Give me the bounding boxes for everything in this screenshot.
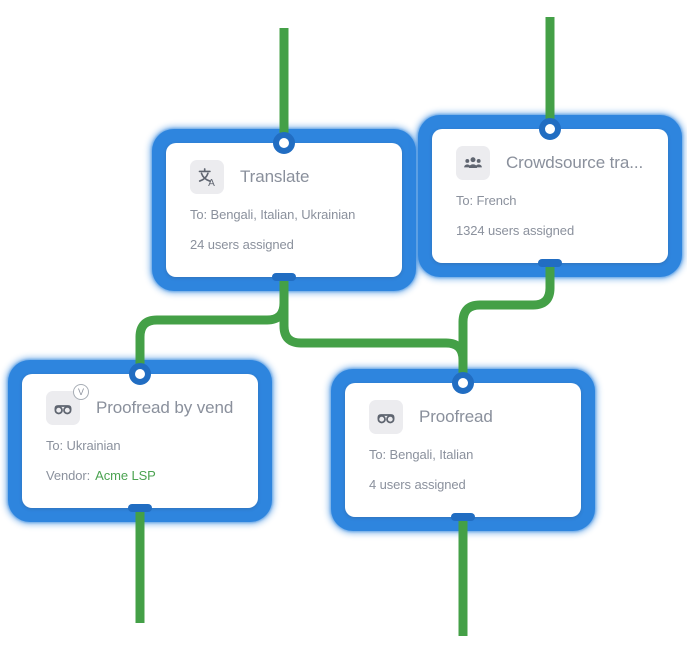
node-proofread-by-vendor[interactable]: V Proofread by vendor To: Ukrainian Vend… [8, 360, 272, 522]
vendor-glasses-icon: V [46, 384, 89, 425]
node-card: Crowdsource tra... To: French 1324 users… [432, 129, 668, 263]
svg-text:A: A [208, 178, 215, 188]
node-vendor: Vendor: Acme LSP [46, 468, 234, 483]
node-users-assigned: 4 users assigned [369, 477, 466, 492]
vendor-badge: V [73, 384, 89, 400]
translate-icon: A [190, 160, 224, 194]
node-card: Proofread To: Bengali, Italian 4 users a… [345, 383, 581, 517]
node-proofread[interactable]: Proofread To: Bengali, Italian 4 users a… [331, 369, 595, 531]
node-title: Crowdsource tra... [506, 153, 644, 172]
node-title: Proofread by vendor [96, 398, 234, 417]
node-title: Proofread [419, 407, 493, 426]
node-languages: To: Bengali, Italian [369, 447, 474, 462]
node-users-assigned: 1324 users assigned [456, 223, 575, 238]
vendor-label: Vendor: [46, 468, 91, 483]
node-languages: To: Bengali, Italian, Ukrainian [190, 207, 356, 222]
node-card: V Proofread by vendor To: Ukrainian Vend… [22, 374, 258, 508]
vendor-name-link[interactable]: Acme LSP [95, 468, 156, 483]
output-port-translate[interactable] [272, 273, 296, 281]
node-crowdsource-translate[interactable]: Crowdsource tra... To: French 1324 users… [418, 115, 682, 277]
node-users-assigned: 24 users assigned [190, 237, 294, 252]
node-translate[interactable]: A Translate To: Bengali, Italian, Ukrain… [152, 129, 416, 291]
output-port-proofread-by-vendor[interactable] [128, 504, 152, 512]
output-port-crowdsource-translate[interactable] [538, 259, 562, 267]
node-languages: To: Ukrainian [46, 438, 121, 453]
input-port-translate[interactable] [273, 132, 295, 154]
input-port-proofread[interactable] [452, 372, 474, 394]
input-port-crowdsource-translate[interactable] [539, 118, 561, 140]
crowd-icon [456, 146, 490, 180]
output-port-proofread[interactable] [451, 513, 475, 521]
node-card: A Translate To: Bengali, Italian, Ukrain… [166, 143, 402, 277]
input-port-proofread-by-vendor[interactable] [129, 363, 151, 385]
glasses-icon [369, 400, 403, 434]
node-title: Translate [240, 167, 310, 186]
node-languages: To: French [456, 193, 517, 208]
